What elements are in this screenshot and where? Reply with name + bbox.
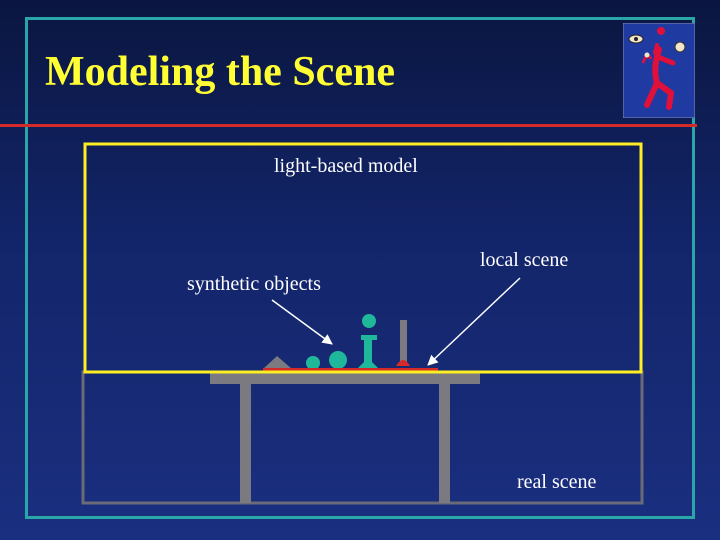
title-rule bbox=[0, 124, 697, 127]
local-scene-label: local scene bbox=[480, 249, 569, 271]
local-scene-arrow bbox=[427, 277, 521, 366]
light-based-model-box bbox=[83, 142, 643, 374]
synthetic-objects bbox=[263, 314, 410, 370]
slide-frame bbox=[25, 17, 695, 519]
light-based-model-label: light-based model bbox=[274, 155, 418, 177]
table bbox=[210, 373, 480, 503]
slide-title: Modeling the Scene bbox=[45, 49, 395, 95]
synthetic-objects-arrow bbox=[271, 299, 333, 345]
synthetic-objects-label: synthetic objects bbox=[187, 273, 321, 295]
ball-icon bbox=[657, 27, 665, 35]
real-scene-label: real scene bbox=[517, 471, 597, 493]
juggler-logo-icon bbox=[623, 23, 695, 118]
eye-icon bbox=[628, 34, 644, 44]
